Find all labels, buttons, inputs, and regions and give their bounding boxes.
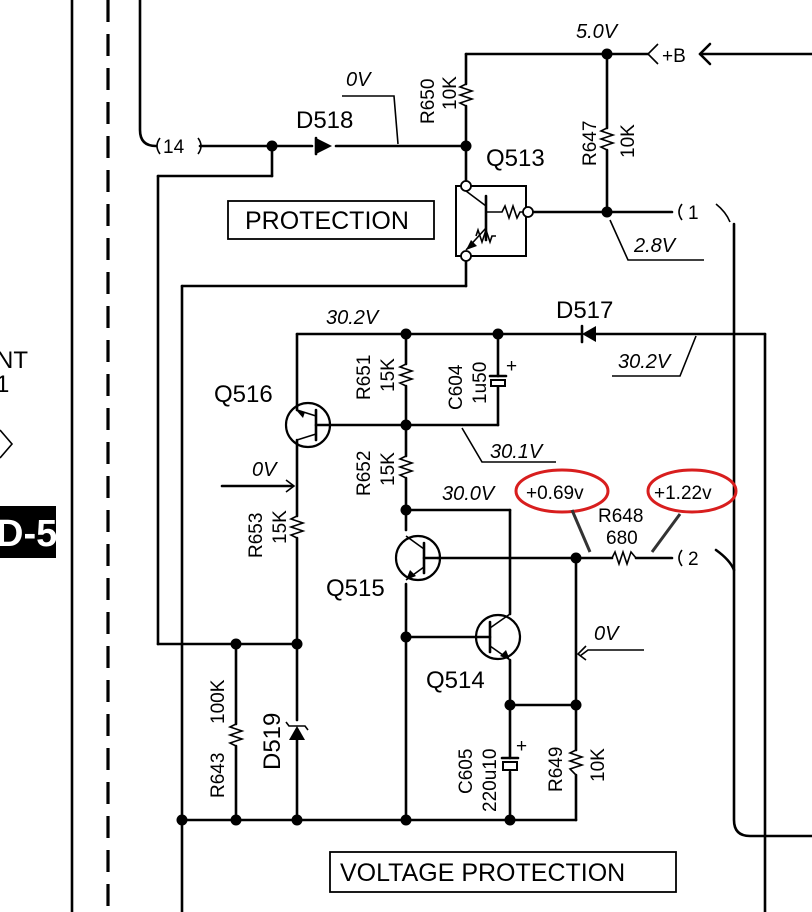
q513-voltage-label: 2.8V: [633, 235, 677, 257]
r643-label: R643: [208, 753, 229, 798]
resistor-r649: R649 10K: [546, 747, 609, 792]
left-badge-text: D-5: [0, 513, 57, 555]
annotation-ellipse-right: [646, 468, 738, 514]
supply-connector: +B 5.0V: [576, 21, 712, 67]
d517-label: D517: [556, 297, 613, 324]
c604-value: 1u50: [470, 362, 491, 404]
q516-label: Q516: [214, 381, 273, 408]
c605-value: 220u10: [480, 749, 501, 812]
resistor-r647: R647 10K: [580, 121, 639, 166]
left-edge-fragment: NT 1 D-5: [0, 0, 74, 912]
protection-wiring: [138, 0, 812, 912]
connector-1-label: 1: [688, 203, 699, 224]
r651-value: 15K: [378, 358, 399, 392]
r647-value: 10K: [618, 124, 639, 158]
diode-d517: D517 30.2V: [556, 297, 697, 377]
r643-value: 100K: [208, 679, 229, 724]
connector-1: 1: [678, 203, 731, 224]
protection-box: PROTECTION: [227, 200, 435, 240]
r652-value: 15K: [378, 452, 399, 486]
transistor-q516: Q516 0V: [214, 381, 332, 493]
q515-label: Q515: [326, 575, 385, 602]
voltage-protection-box: VOLTAGE PROTECTION: [329, 851, 677, 893]
capacitor-c605: C605 220u10 +: [456, 736, 527, 812]
c605-polarity: +: [516, 736, 527, 757]
left-chevron-icon: [0, 429, 14, 459]
c604-polarity: +: [506, 356, 517, 377]
r653-value: 15K: [270, 510, 291, 544]
r653-label: R653: [246, 513, 267, 558]
connector-14: 14: [156, 137, 202, 158]
d519-label: D519: [259, 713, 286, 770]
r651-label: R651: [354, 355, 375, 400]
diode-d519: D519: [259, 713, 309, 770]
junction-dots: [176, 48, 613, 826]
left-partial-text-2: 1: [0, 371, 9, 398]
r647-label: R647: [580, 121, 601, 166]
transistor-q514: Q514 0V: [426, 613, 644, 694]
connector-2: 2: [678, 549, 699, 570]
red-annotations: +0.69v +1.22v: [514, 468, 738, 553]
c604-label: C604: [446, 364, 467, 410]
r649-value: 10K: [588, 748, 609, 782]
transistor-q515: Q515: [326, 534, 442, 602]
r652-label: R652: [354, 451, 375, 496]
c605-label: C605: [456, 749, 477, 794]
q513-label: Q513: [486, 145, 545, 172]
q514-label: Q514: [426, 667, 485, 694]
r650-label: R650: [418, 79, 439, 124]
q516-base-voltage-label: 0V: [252, 459, 278, 481]
diode-d518: D518 0V: [296, 69, 399, 156]
r650-value: 10K: [440, 76, 461, 110]
resistor-r643: R643 100K: [208, 679, 245, 798]
c604-node-voltage-label: 30.1V: [490, 441, 544, 463]
resistor-r651: R651 15K: [354, 355, 415, 400]
connector-2-label: 2: [688, 549, 699, 570]
d518-label: D518: [296, 107, 353, 134]
left-badge: [0, 506, 56, 558]
supply-voltage-label: 5.0V: [576, 21, 619, 43]
transistor-q513: Q513 2.8V: [455, 145, 704, 262]
annotation-right: +1.22v: [654, 483, 712, 504]
top-rail-voltage-label: 30.2V: [326, 307, 380, 329]
q515-node-voltage-label: 30.0V: [442, 483, 496, 505]
voltage-protection-wiring: [180, 332, 767, 912]
r648-value: 680: [606, 528, 638, 549]
resistor-r652: R652 15K: [354, 451, 415, 496]
resistor-r653: R653 15K: [246, 510, 306, 558]
protection-box-label: PROTECTION: [245, 207, 409, 235]
annotation-left: +0.69v: [526, 483, 584, 504]
voltage-protection-box-label: VOLTAGE PROTECTION: [340, 859, 625, 887]
resistor-r650: R650 10K: [418, 76, 475, 124]
r649-label: R649: [546, 747, 567, 792]
d518-voltage-label: 0V: [346, 69, 372, 91]
q514-base-voltage-label: 0V: [594, 623, 620, 645]
d517-voltage-label: 30.2V: [618, 351, 672, 373]
connector-14-label: 14: [163, 137, 185, 158]
resistor-r648: R648 680: [598, 506, 643, 567]
left-partial-text-1: NT: [0, 347, 28, 374]
annotation-ellipse-left: [514, 468, 610, 514]
supply-rail-label: +B: [662, 46, 686, 67]
r648-label: R648: [598, 506, 643, 527]
capacitor-c604: C604 1u50 + 30.1V: [446, 356, 556, 463]
